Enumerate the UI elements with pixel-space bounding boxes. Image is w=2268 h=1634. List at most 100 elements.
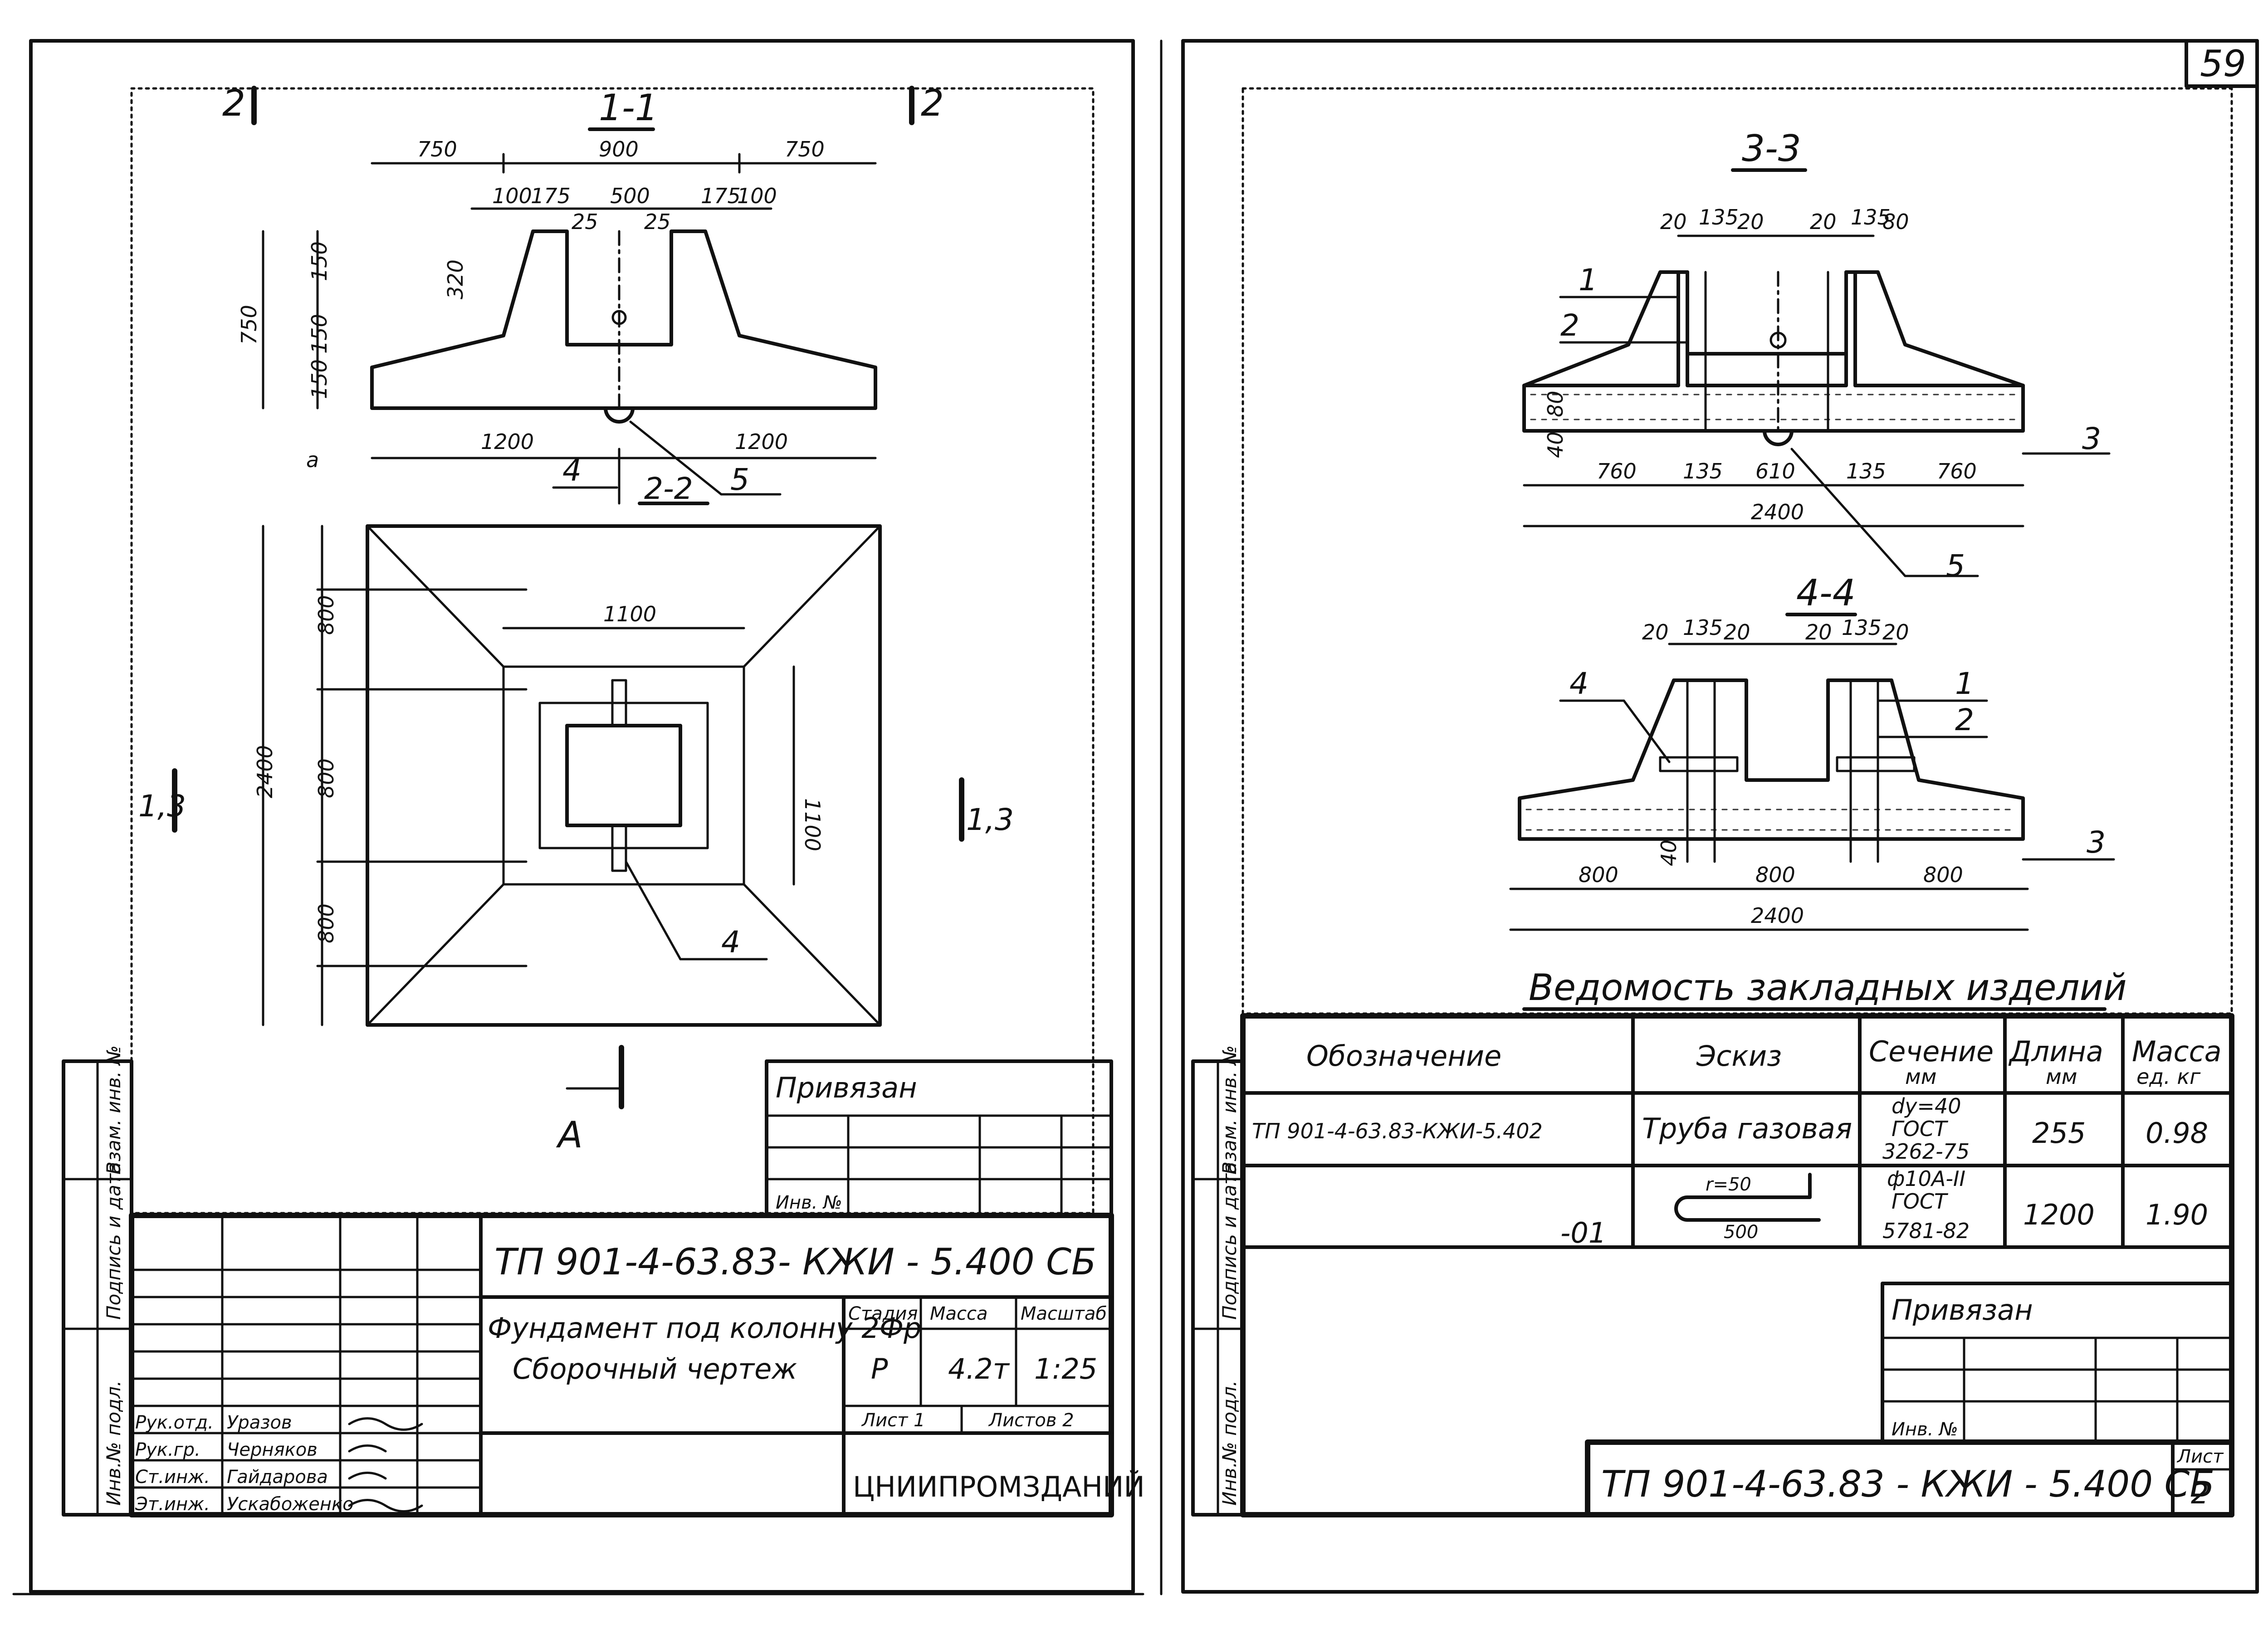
plan-section-mark-right: 1,3 <box>966 802 1014 837</box>
right-side-label-vzam: Взам. инв. № <box>1218 1045 1241 1175</box>
s33-dim-top-2: 135 <box>1699 205 1739 229</box>
left-title-val-mass: 4.2т <box>948 1352 1010 1385</box>
s44-dim-top-2: 135 <box>1683 615 1723 640</box>
s33-dim-top-5: 135 <box>1851 205 1891 229</box>
s44-dim-top-1: 20 <box>1642 620 1669 644</box>
s33-dim-left-2: 80 <box>1543 390 1568 417</box>
section-3-3: 3-3 20 135 20 20 135 80 760 135 610 135 … <box>1242 87 2233 1015</box>
left-title-block: ТП 901-4-63.83- КЖИ - 5.400 СБ Фундамент… <box>129 1213 1145 1517</box>
role-4-name: Ускабоженко <box>227 1494 354 1515</box>
s44-dim-total: 2400 <box>1751 903 1804 928</box>
schedule-r1-code: ТП 901-4-63.83-КЖИ-5.402 <box>1252 1119 1543 1143</box>
right-side-stamp: Инв.№ подл. Подпись и дата Взам. инв. № <box>1191 1045 1245 1517</box>
s33-dim-b-5: 760 <box>1937 459 1977 483</box>
right-frame <box>1160 39 2259 1595</box>
s44-dim-top-6: 20 <box>1882 620 1909 644</box>
schedule-hdr-mass-unit: ед. кг <box>2136 1064 2201 1089</box>
s33-callout-2: 2 <box>1560 308 1579 343</box>
dim-left-320: 320 <box>443 259 468 299</box>
signature-2 <box>348 1444 387 1453</box>
dim-left-150a: 150 <box>307 241 332 281</box>
schedule-r2-sketch-bar <box>1674 1173 1821 1222</box>
dim-inner-3: 500 <box>610 184 650 208</box>
left-title-name-2: Сборочный чертеж <box>513 1352 797 1385</box>
cut-mark-right: 2 <box>921 82 944 124</box>
role-2-name: Черняков <box>227 1439 318 1460</box>
cut-mark-left: 2 <box>222 82 245 124</box>
page-number-box: 59 <box>2185 39 2259 88</box>
left-side-label-vzam: Взам. инв. № <box>103 1045 125 1175</box>
s44-dim-left: 40 <box>1657 839 1681 866</box>
role-1: Рук.отд. <box>135 1412 214 1433</box>
dim-left-150b: 150 <box>307 314 332 354</box>
left-title-hdr-scale: Масштаб <box>1021 1303 1107 1324</box>
schedule-r1-sec-3: 3262-75 <box>1882 1139 1970 1164</box>
s33-dim-top-4: 20 <box>1810 210 1837 234</box>
schedule-hdr-length-unit: мм <box>2046 1064 2077 1089</box>
dim-left-750: 750 <box>237 305 261 345</box>
s33-callout-3: 3 <box>2082 421 2101 456</box>
plan-dim-left-2: 800 <box>314 758 338 798</box>
s44-dim-top-3: 20 <box>1724 620 1750 644</box>
schedule-r1-length: 255 <box>2032 1117 2086 1150</box>
dim-inner-5: 100 <box>737 184 777 208</box>
s33-dim-top-1: 20 <box>1660 210 1687 234</box>
s33-dim-top-3: 20 <box>1737 210 1764 234</box>
schedule-r2-sec-2: ГОСТ <box>1892 1189 1949 1214</box>
role-3: Ст.инж. <box>135 1467 210 1488</box>
s44-callout-3: 3 <box>2087 825 2106 860</box>
schedule-hdr-mass: Масса <box>2132 1035 2222 1068</box>
dim-left-150c: 150 <box>307 359 332 399</box>
schedule-r2-sec-3: 5781-82 <box>1882 1219 1970 1243</box>
s33-callout-5: 5 <box>1946 548 1965 583</box>
s44-callout-2: 2 <box>1955 702 1974 737</box>
plan-section-mark-left: 1,3 <box>138 789 186 824</box>
left-side-label-sign: Подпись и дата <box>103 1162 125 1320</box>
s44-callout-4: 4 <box>1569 666 1589 701</box>
s33-dim-left-1: 40 <box>1543 431 1568 458</box>
right-bottom-stamp: ТП 901-4-63.83 - КЖИ - 5.400 СБ Лист 2 <box>1585 1439 2234 1517</box>
callout-5: 5 <box>730 462 749 497</box>
schedule-r2-sec-1: ф10А-II <box>1887 1166 1965 1191</box>
dim-top-right: 750 <box>785 137 825 161</box>
right-side-label-sign: Подпись и дата <box>1218 1162 1241 1320</box>
schedule: Ведомость закладных изделий Обозначение … <box>1240 966 2234 1517</box>
left-title-hdr-stage: Стадия <box>848 1303 918 1324</box>
schedule-hdr-section: Сечение <box>1869 1035 1994 1068</box>
dim-bottom-left: 1200 <box>481 429 534 454</box>
left-frame <box>12 39 1144 1595</box>
plan-dim-left-3: 800 <box>314 903 338 943</box>
role-2: Рук.гр. <box>135 1439 200 1460</box>
dim-top-mid: 900 <box>599 137 639 161</box>
s33-callout-1: 1 <box>1579 263 1598 298</box>
plan-dim-total: 2400 <box>253 745 277 798</box>
schedule-hdr-length: Длина <box>2008 1035 2103 1068</box>
left-title-hdr-mass: Масса <box>930 1303 988 1324</box>
right-privyazan-inv: Инв. № <box>1892 1419 1958 1440</box>
schedule-sketch-dim-r: r=50 <box>1706 1174 1751 1195</box>
schedule-r2-code: -01 <box>1560 1216 1606 1249</box>
left-privyazan-box: Привязан Инв. № <box>765 1059 1113 1217</box>
section-1-1-title: 1-1 <box>599 87 658 129</box>
s44-dim-b-3: 800 <box>1923 863 1963 887</box>
right-stamp-sheet-label: Лист <box>2176 1446 2224 1467</box>
signature-4 <box>348 1499 423 1512</box>
schedule-hdr-section-unit: мм <box>1905 1064 1936 1089</box>
left-side-label-inv: Инв.№ подл. <box>103 1380 125 1506</box>
schedule-sketch-dim-len: 500 <box>1724 1222 1758 1243</box>
s44-callout-1: 1 <box>1955 666 1974 701</box>
schedule-title: Ведомость закладных изделий <box>1529 966 2127 1009</box>
signature-1 <box>348 1417 423 1431</box>
dim-inner-1: 100 <box>492 184 532 208</box>
left-title-code: ТП 901-4-63.83- КЖИ - 5.400 СБ <box>494 1241 1096 1283</box>
s33-dim-b-1: 760 <box>1597 459 1637 483</box>
section-4-4-title: 4-4 <box>1796 572 1856 614</box>
plan-dim-top: 1100 <box>603 602 656 626</box>
s33-dim-top-6: 80 <box>1882 210 1909 234</box>
s44-dim-top-4: 20 <box>1805 620 1832 644</box>
right-privyazan-box: Привязан Инв. № <box>1881 1282 2234 1444</box>
right-privyazan-title: Привязан <box>1892 1293 2033 1327</box>
small-marker: a <box>306 448 319 472</box>
